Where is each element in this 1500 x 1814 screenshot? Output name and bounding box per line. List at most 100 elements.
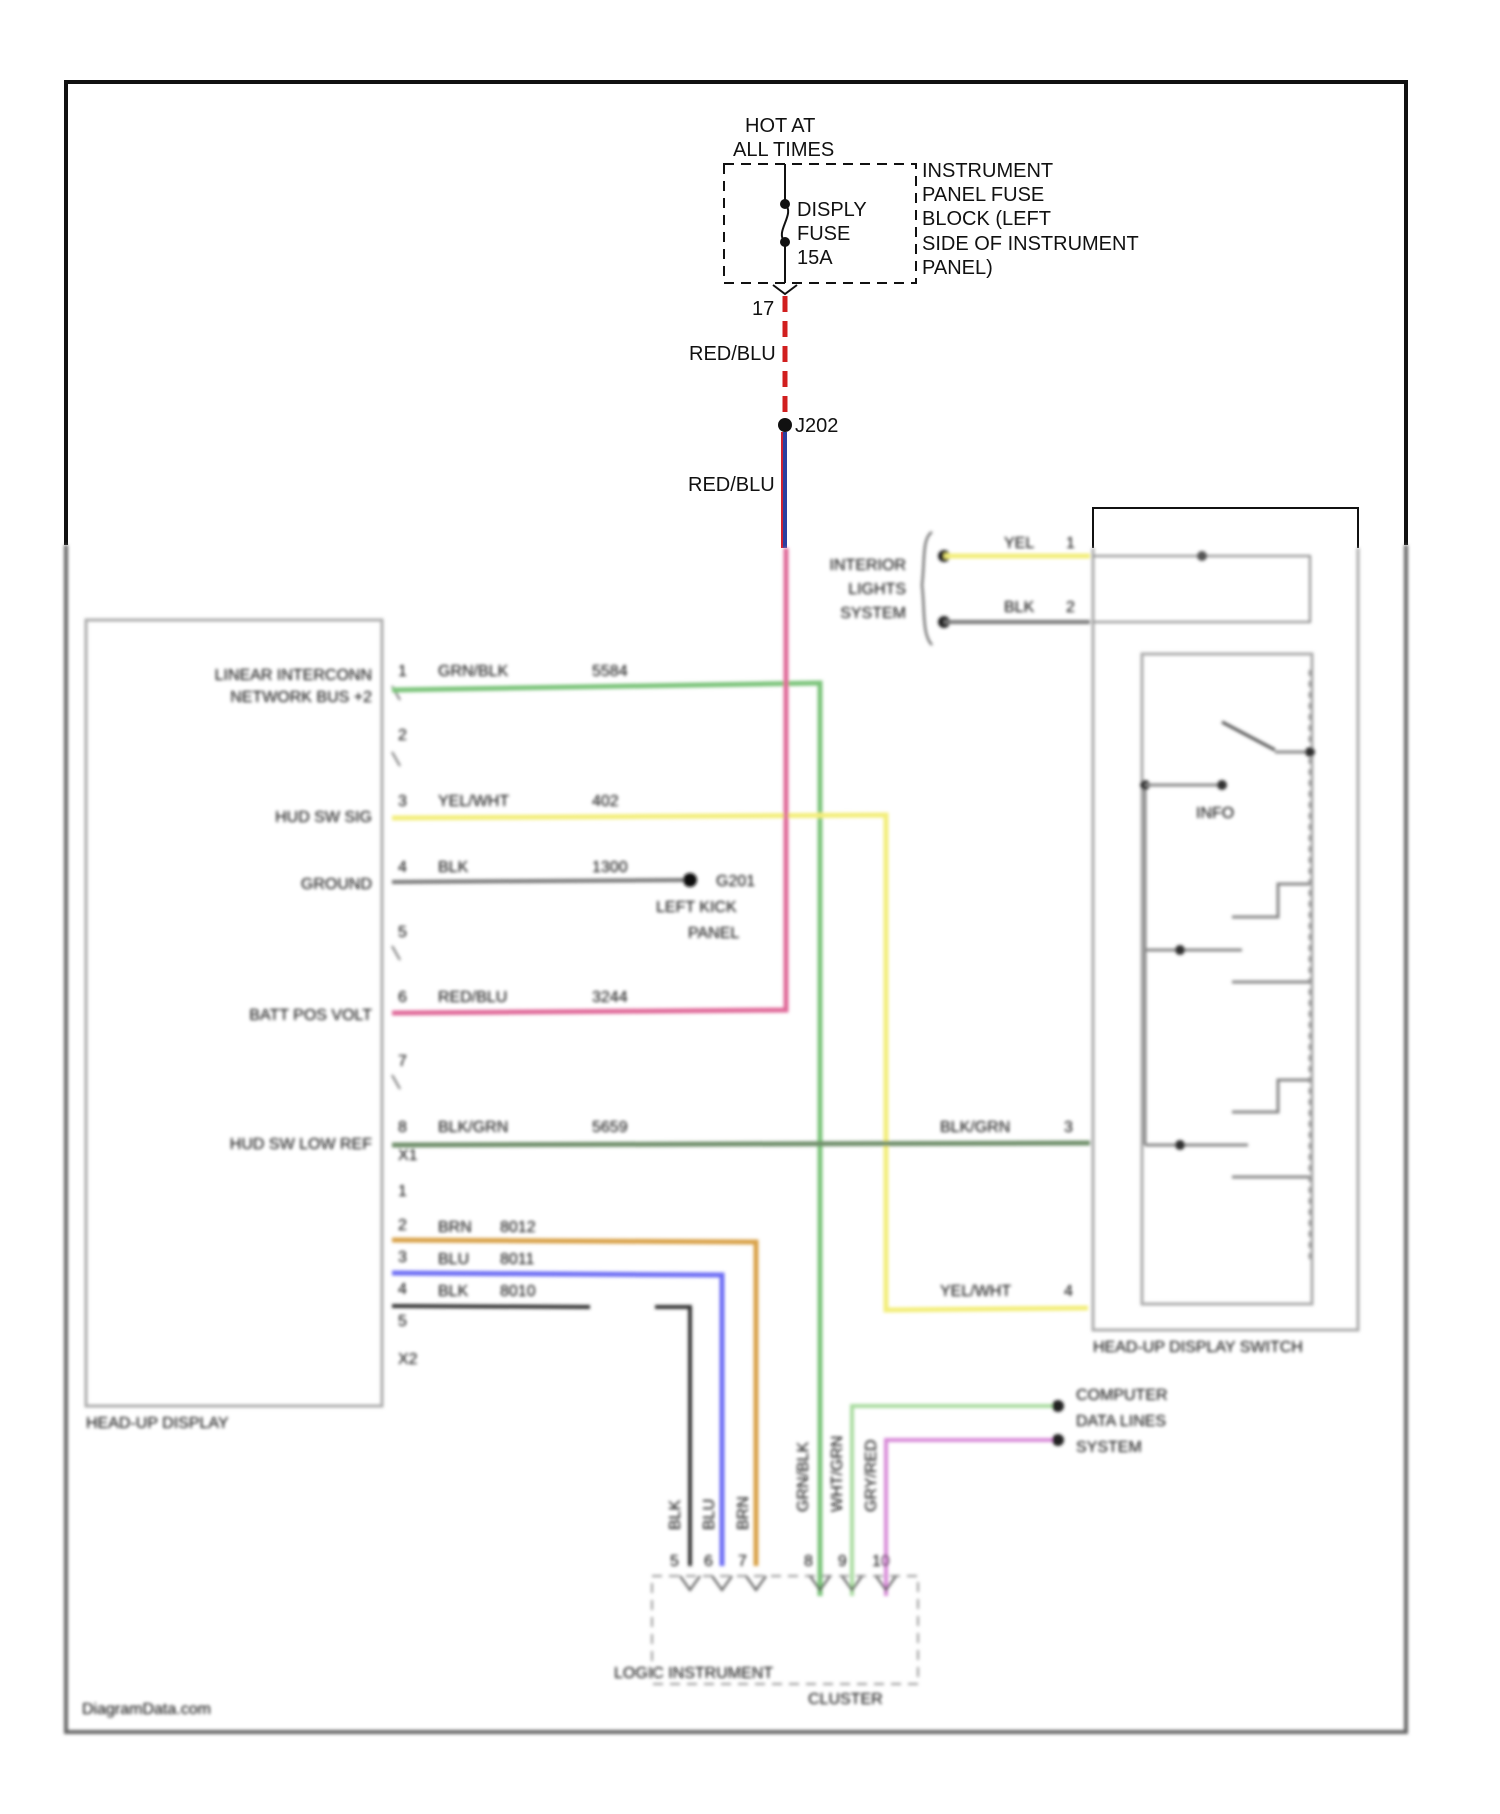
cluster-pin-1: 5: [670, 1553, 679, 1570]
hud-x2-pin-3: 3: [398, 1249, 407, 1266]
computer-line-2: DATA LINES: [1076, 1413, 1166, 1430]
hud-pin-4: 4: [398, 859, 407, 876]
fuse-block-desc-2: PANEL FUSE: [922, 184, 1044, 206]
switch-step-2: [1232, 1080, 1310, 1112]
hud-pin-4-name: GROUND: [301, 876, 372, 893]
fuse-icon: [782, 204, 788, 242]
switch-box: [1093, 548, 1358, 1330]
hud-x2-pin-4: 4: [398, 1281, 407, 1298]
head-up-display-title: HEAD-UP DISPLAY: [86, 1415, 229, 1432]
hud-x1-bracket: [392, 686, 400, 1089]
switch-wire-label-blk-grn: BLK/GRN: [940, 1119, 1010, 1136]
circuit-label-8012: 8012: [500, 1219, 536, 1236]
hud-pin-5: 5: [398, 924, 407, 941]
switch-toggle-arm: [1222, 722, 1275, 750]
fuse-name-2: FUSE: [797, 223, 850, 245]
hud-connector-x2: X2: [398, 1351, 418, 1368]
switch-lamp-dot: [1197, 551, 1207, 561]
cluster-wire-label-3: BRN: [735, 1496, 752, 1530]
wire-label-blk-interior: BLK: [1004, 599, 1035, 616]
hud-connector-x1: X1: [398, 1147, 418, 1164]
circuit-label-5584: 5584: [592, 663, 628, 680]
cluster-pin-3: 7: [738, 1553, 747, 1570]
fuse-block-desc-5: PANEL): [922, 257, 993, 279]
hud-x2-pin-5: 5: [398, 1313, 407, 1330]
hot-label-1: HOT AT: [745, 115, 815, 137]
wire-label-yel-wht: YEL/WHT: [438, 793, 509, 810]
hud-x2-pin-1: 1: [398, 1183, 407, 1200]
top-section: HOT AT ALL TIMES DISPLY FUSE 15A INSTRUM…: [66, 82, 1406, 548]
wire-label-blu: BLU: [438, 1251, 469, 1268]
cluster-pin-6: 10: [872, 1553, 890, 1570]
hud-pin-7: 7: [398, 1053, 407, 1070]
circuit-label-8010: 8010: [500, 1283, 536, 1300]
switch-box-top: [1093, 508, 1358, 548]
fuse-rating: 15A: [797, 247, 833, 269]
cluster-title-1: LOGIC INSTRUMENT: [614, 1665, 773, 1682]
wire-label-blk-grn: BLK/GRN: [438, 1119, 508, 1136]
hot-label-2: ALL TIMES: [733, 139, 834, 161]
cluster-connector-chevrons: [680, 1576, 896, 1590]
computer-arrow-2: [1052, 1434, 1064, 1446]
fuse-terminal-17: 17: [752, 298, 774, 320]
connector-chevron-icon: [773, 285, 797, 294]
hud-pin-6: 6: [398, 989, 407, 1006]
footer-watermark: DiagramData.com: [82, 1701, 211, 1718]
fuse-name-1: DISPLY: [797, 199, 867, 221]
circuit-label-402: 402: [592, 793, 619, 810]
ground-location-1: LEFT KICK: [656, 899, 737, 916]
lower-section: HEAD-UP DISPLAY LINEAR INTERCONN NETWORK…: [66, 532, 1406, 1732]
switch-contact-2: [1217, 780, 1227, 790]
fuse-block-desc-4: SIDE OF INSTRUMENT: [922, 233, 1139, 255]
circuit-label-1300: 1300: [592, 859, 628, 876]
cluster-pin-2: 6: [704, 1553, 713, 1570]
hud-pin-1-name-1: LINEAR INTERCONN: [215, 667, 372, 684]
circuit-label-5659: 5659: [592, 1119, 628, 1136]
fuse-block-desc-3: BLOCK (LEFT: [922, 208, 1051, 230]
interior-lights-2: LIGHTS: [848, 581, 906, 598]
switch-contact-4: [1175, 945, 1185, 955]
switch-title: HEAD-UP DISPLAY SWITCH: [1093, 1339, 1303, 1356]
cluster-wire-label-1: BLK: [667, 1499, 684, 1530]
hud-pin-2: 2: [398, 727, 407, 744]
computer-line-3: SYSTEM: [1076, 1439, 1142, 1456]
switch-pin-4: 4: [1064, 1283, 1073, 1300]
cluster-wire-label-6: GRY/RED: [863, 1439, 880, 1512]
hud-pin-3: 3: [398, 793, 407, 810]
interior-brace: [922, 532, 932, 645]
interior-lights-3: SYSTEM: [840, 605, 906, 622]
cluster-pin-4: 8: [804, 1553, 813, 1570]
splice-label: J202: [795, 415, 838, 437]
wire-label-red-blu-lower: RED/BLU: [688, 474, 775, 496]
wire-label-brn: BRN: [438, 1219, 472, 1236]
hud-pin-6-name: BATT POS VOLT: [249, 1007, 372, 1024]
switch-contact-3: [1305, 747, 1315, 757]
wire-red-blu-pink: [392, 548, 786, 1013]
wire-blk-ground: [392, 880, 690, 882]
hud-x2-pin-2: 2: [398, 1217, 407, 1234]
splice-dot: [778, 418, 792, 432]
computer-arrow-1: [1052, 1400, 1064, 1412]
circuit-label-8011: 8011: [500, 1251, 535, 1268]
fuse-block-desc-1: INSTRUMENT: [922, 160, 1053, 182]
switch-pin-3: 3: [1064, 1119, 1073, 1136]
cluster-wire-label-5: WHT/GRN: [829, 1436, 846, 1512]
ground-location-2: PANEL: [688, 925, 739, 942]
switch-illumination-loop: [1093, 556, 1310, 622]
ground-name: G201: [716, 873, 755, 890]
interior-pin-2: 2: [1066, 599, 1075, 616]
wire-label-grn-blk: GRN/BLK: [438, 663, 509, 680]
wire-label-blk: BLK: [438, 859, 469, 876]
wire-label-blk-x2: BLK: [438, 1283, 469, 1300]
wire-label-red-blu-upper: RED/BLU: [689, 343, 776, 365]
hud-pin-1: 1: [398, 663, 407, 680]
hud-pin-8-name: HUD SW LOW REF: [230, 1136, 372, 1153]
interior-lights-1: INTERIOR: [830, 557, 906, 574]
wire-blk-x2: [392, 1306, 590, 1307]
computer-line-1: COMPUTER: [1076, 1387, 1168, 1404]
cluster-title-2: CLUSTER: [808, 1691, 883, 1708]
hud-pin-1-name-2: NETWORK BUS +2: [230, 689, 372, 706]
wire-label-yel: YEL: [1004, 535, 1034, 552]
hud-pin-8: 8: [398, 1119, 407, 1136]
